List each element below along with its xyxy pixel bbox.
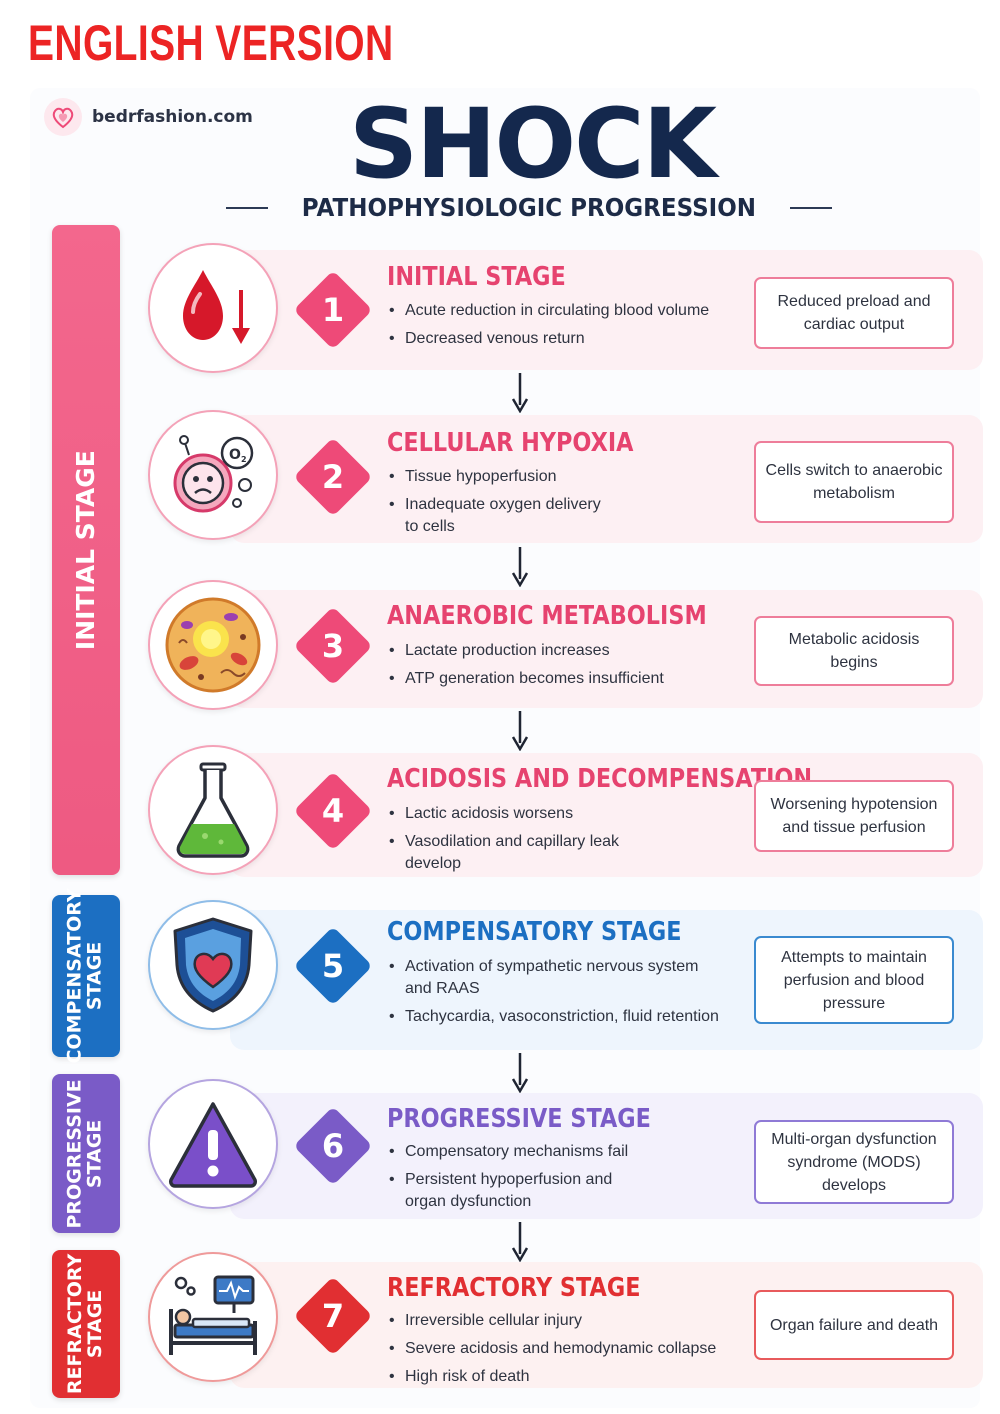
bullet: Lactate production increases [387, 640, 727, 662]
stage-refractory: 7 REFRACTORY STAGE Irreversible cellular… [145, 1252, 985, 1388]
down-arrow-icon [511, 711, 529, 751]
result-box: Multi-organ dysfunction syndrome (MODS) … [754, 1120, 954, 1204]
stage-title: COMPENSATORY STAGE [387, 917, 682, 947]
stage-title: ACIDOSIS AND DECOMPENSATION [387, 764, 813, 794]
heart-shield-icon [148, 900, 278, 1030]
phase-label: REFRACTORY STAGE [64, 1253, 106, 1395]
result-box: Metabolic acidosis begins [754, 616, 954, 686]
bullet: Vasodilation and capillary leak develop [387, 831, 647, 875]
bullet: ATP generation becomes insufficient [387, 668, 727, 690]
phase-bar-progressive: PROGRESSIVE STAGE [52, 1074, 120, 1233]
heart-logo-icon [44, 98, 82, 136]
stage-progressive: 6 PROGRESSIVE STAGE Compensatory mechani… [145, 1079, 985, 1219]
bullet: Irreversible cellular injury [387, 1310, 727, 1332]
subtitle-row: PATHOPHYSIOLOGIC PROGRESSION [226, 193, 832, 222]
stage-title: INITIAL STAGE [387, 262, 566, 292]
svg-text:2: 2 [241, 455, 247, 464]
phase-label-line: STAGE [84, 1289, 106, 1359]
stage-acidosis-decompensation: 4 ACIDOSIS AND DECOMPENSATION Lactic aci… [145, 745, 985, 877]
stage-number: 1 [321, 291, 345, 329]
stage-number: 5 [321, 947, 345, 985]
divider [789, 206, 832, 209]
bullet: Tachycardia, vasoconstriction, fluid ret… [387, 1006, 727, 1028]
warning-triangle-icon [148, 1079, 278, 1209]
stage-title: REFRACTORY STAGE [387, 1273, 641, 1303]
flask-icon [148, 745, 278, 875]
stage-bullets: Acute reduction in circulating blood vol… [387, 300, 747, 356]
down-arrow-icon [511, 1053, 529, 1093]
bullet: Decreased venous return [387, 328, 747, 350]
bullet: High risk of death [387, 1366, 727, 1388]
stage-number: 2 [321, 458, 345, 496]
stage-bullets: Tissue hypoperfusion Inadequate oxygen d… [387, 466, 607, 544]
down-arrow-icon [511, 1222, 529, 1262]
bullet: Acute reduction in circulating blood vol… [387, 300, 747, 322]
svg-text:O: O [229, 447, 241, 463]
result-box: Worsening hypotension and tissue perfusi… [754, 780, 954, 852]
stage-number: 3 [321, 627, 345, 665]
blood-drop-down-arrow-icon [148, 243, 278, 373]
bullet: Persistent hypoperfusion and organ dysfu… [387, 1169, 657, 1213]
stage-compensatory: 5 COMPENSATORY STAGE Activation of sympa… [145, 900, 985, 1050]
bullet: Activation of sympathetic nervous system… [387, 956, 727, 1000]
stage-bullets: Lactate production increases ATP generat… [387, 640, 727, 696]
stage-bullets: Activation of sympathetic nervous system… [387, 956, 727, 1034]
phase-label-line: STAGE [84, 941, 106, 1011]
cell-organelles-icon [148, 580, 278, 710]
stage-number: 7 [321, 1297, 345, 1335]
stage-bullets: Lactic acidosis worsens Vasodilation and… [387, 803, 647, 881]
phase-label-line: REFRACTORY [64, 1253, 87, 1395]
brand-name: bedrfashion.com [92, 107, 253, 127]
brand: bedrfashion.com [44, 98, 253, 136]
phase-bar-compensatory: COMPENSATORY STAGE [52, 888, 120, 1064]
phase-label-line: STAGE [84, 1119, 106, 1188]
result-box: Attempts to maintain perfusion and blood… [754, 936, 954, 1024]
stage-title: ANAEROBIC METABOLISM [387, 601, 707, 631]
bullet: Compensatory mechanisms fail [387, 1141, 657, 1163]
phase-bar-refractory: REFRACTORY STAGE [52, 1250, 120, 1398]
hospital-bed-monitor-icon [148, 1252, 278, 1382]
bullet: Severe acidosis and hemodynamic collapse [387, 1338, 727, 1360]
stage-bullets: Irreversible cellular injury Severe acid… [387, 1310, 727, 1394]
down-arrow-icon [511, 373, 529, 413]
main-title: SHOCK [349, 88, 717, 200]
phase-label: PROGRESSIVE STAGE [64, 1079, 106, 1228]
bullet: Lactic acidosis worsens [387, 803, 647, 825]
result-box: Reduced preload and cardiac output [754, 277, 954, 349]
subtitle: PATHOPHYSIOLOGIC PROGRESSION [301, 193, 757, 222]
stage-cellular-hypoxia: O 2 2 CELLULAR HYPOXIA Tissue hypoperfus… [145, 410, 985, 544]
result-box: Organ failure and death [754, 1290, 954, 1360]
stage-bullets: Compensatory mechanisms fail Persistent … [387, 1141, 657, 1219]
language-tag: ENGLISH VERSION [28, 15, 394, 71]
bullet: Inadequate oxygen delivery to cells [387, 494, 607, 538]
stage-title: CELLULAR HYPOXIA [387, 428, 634, 458]
bullet: Tissue hypoperfusion [387, 466, 607, 488]
down-arrow-icon [511, 547, 529, 587]
phase-label: INITIAL STAGE [70, 450, 100, 650]
stage-anaerobic-metabolism: 3 ANAEROBIC METABOLISM Lactate productio… [145, 580, 985, 710]
phase-label: COMPENSATORY STAGE [64, 888, 106, 1063]
divider [226, 206, 269, 209]
stage-initial: 1 INITIAL STAGE Acute reduction in circu… [145, 243, 985, 373]
result-box: Cells switch to anaerobic metabolism [754, 441, 954, 523]
stage-number: 6 [321, 1127, 345, 1165]
hypoxic-cell-o2-icon: O 2 [148, 410, 278, 540]
stage-title: PROGRESSIVE STAGE [387, 1104, 651, 1134]
phase-bar-initial: INITIAL STAGE [52, 225, 120, 875]
stage-number: 4 [321, 792, 345, 830]
